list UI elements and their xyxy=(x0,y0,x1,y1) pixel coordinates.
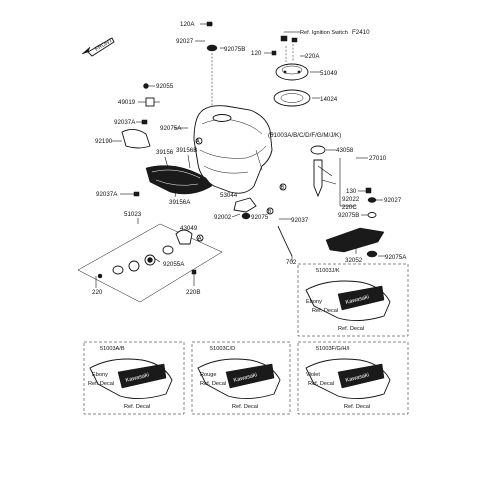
inset-jk-decal2: Ref. Decal xyxy=(338,326,364,332)
tank-mount: 53044 92002 92075 B xyxy=(214,192,274,221)
hose-92190-icon xyxy=(121,129,151,149)
inset-ab-decal2: Ref. Decal xyxy=(124,404,150,410)
side-covers: 39156 39156B 92037A 39156A xyxy=(96,147,213,206)
part-51049: 51049 xyxy=(320,70,338,77)
inset-cd-code: 51003C/D xyxy=(210,346,235,352)
mark-b-2: B xyxy=(268,209,272,215)
part-92037: 92037 xyxy=(291,217,309,224)
inset-fghi-code: 51003F/G/H/I xyxy=(316,346,350,352)
cap-base-14024-icon xyxy=(273,89,311,107)
part-39156b: 39156B xyxy=(176,147,197,154)
part-92190: 92190 xyxy=(95,138,113,145)
inset-jk-code: 51003J/K xyxy=(316,268,340,274)
part-92075: 92075 xyxy=(251,214,269,221)
inset-fghi-decal1: Ref. Decal xyxy=(308,381,334,387)
fuel-cock-43049-icon xyxy=(175,229,193,245)
front-label: FRONT xyxy=(94,38,114,53)
fuel-gauge-assembly: 43058 27010 130 92022 92027 220C 92075B xyxy=(310,145,402,219)
part-92002: 92002 xyxy=(214,214,232,221)
gasket-43058-icon xyxy=(310,145,326,155)
fuel-cock-box-outline xyxy=(77,223,223,303)
rear-bracket: 32052 92075A xyxy=(325,227,407,264)
inset-jk-color: Ebony xyxy=(306,299,322,305)
filler-cap-51049-icon xyxy=(275,63,309,81)
inset-fghi-color: Violet xyxy=(306,372,320,378)
mark-b-1: B xyxy=(281,185,285,191)
inset-cd-color: Rouge xyxy=(200,372,216,378)
inset-jk-decal1: Ref. Decal xyxy=(312,308,338,314)
inset-51003jk: 51003J/K Kawasaki Ebony Ref. Decal Ref. … xyxy=(297,263,409,337)
inset-51003ab: 51003A/B Kawasaki Ebony Ref. Decal Ref. … xyxy=(83,341,185,415)
sender-27010-icon xyxy=(313,159,323,198)
inset-ab-brand: Kawasaki xyxy=(125,372,150,384)
inset-ab-decal1: Ref. Decal xyxy=(88,381,114,387)
mount-53044-icon xyxy=(233,197,257,213)
part-120: 120 xyxy=(251,50,262,57)
part-14024: 14024 xyxy=(320,96,338,103)
part-92075a-right: 92075A xyxy=(385,254,407,261)
mark-a-2: A xyxy=(198,236,202,242)
part-53044: 53044 xyxy=(220,192,238,199)
part-92027-top: 92027 xyxy=(176,38,194,45)
part-43058: 43058 xyxy=(336,147,354,154)
part-92075a: 92075A xyxy=(160,125,182,132)
drain-hose: 92037 702 xyxy=(277,217,309,266)
grommet-92027-icon xyxy=(206,44,218,52)
inset-fghi-brand: Kawasaki xyxy=(345,372,370,384)
part-92055: 92055 xyxy=(156,83,174,90)
part-92027-right: 92027 xyxy=(384,197,402,204)
part-43049: 43049 xyxy=(180,225,198,232)
filler-cap-assembly: 120A 92027 92075B 120 Ref. Ignition Swit… xyxy=(176,21,348,108)
inset-fghi-decal2: Ref. Decal xyxy=(344,404,370,410)
part-120a: 120A xyxy=(180,21,195,28)
inset-cd-decal1: Ref. Decal xyxy=(200,381,226,387)
part-39156: 39156 xyxy=(156,149,174,156)
inset-cd-brand: Kawasaki xyxy=(233,372,258,384)
part-39156a: 39156A xyxy=(169,199,191,206)
fuel-cock-assembly: 51023 43049 A 92055A 220 220B xyxy=(77,211,223,303)
tank-label: (51003A/B/C/D/F/G/M/J/K) xyxy=(268,132,341,139)
part-220: 220 xyxy=(92,289,103,296)
inset-ab-code: 51003A/B xyxy=(100,346,125,352)
part-220a: 220A xyxy=(305,53,320,60)
figure-id: F2410 xyxy=(352,29,370,36)
inset-cd-decal2: Ref. Decal xyxy=(232,404,258,410)
mark-a-1: A xyxy=(196,139,200,145)
fuel-tank-icon: A B (51003A/B/C/D/F/G/M/J/K) xyxy=(193,105,341,194)
part-92075b-top: 92075B xyxy=(224,46,245,53)
part-92022: 92022 xyxy=(342,196,360,203)
part-49019: 49019 xyxy=(118,99,136,106)
ref-ignition-switch: Ref. Ignition Switch xyxy=(300,30,348,36)
part-51023: 51023 xyxy=(124,211,142,218)
part-220b: 220B xyxy=(186,289,200,296)
part-702: 702 xyxy=(286,259,297,266)
part-220c: 220C xyxy=(342,204,357,211)
cap-92055-icon xyxy=(143,83,149,89)
inset-ab-color: Ebony xyxy=(92,372,108,378)
inset-jk-brand: Kawasaki xyxy=(345,294,370,306)
inset-51003fghi: 51003F/G/H/I Kawasaki Violet Ref. Decal … xyxy=(297,341,409,415)
inset-51003cd: 51003C/D Kawasaki Rouge Ref. Decal Ref. … xyxy=(191,341,291,415)
part-130: 130 xyxy=(346,188,357,195)
part-92037a-left: 92037A xyxy=(96,191,118,198)
hose-702-icon xyxy=(277,225,293,257)
part-27010: 27010 xyxy=(369,155,387,162)
left-fittings: 92055 49019 92037A 92190 xyxy=(95,83,174,149)
bracket-32052-icon xyxy=(325,227,385,253)
part-32052: 32052 xyxy=(345,257,363,264)
valve-49019-icon xyxy=(145,97,155,107)
part-92055a: 92055A xyxy=(163,261,185,268)
front-arrow-icon: FRONT xyxy=(81,37,115,57)
part-92075b-right: 92075B xyxy=(338,212,359,219)
part-92037a-top: 92037A xyxy=(114,119,136,126)
